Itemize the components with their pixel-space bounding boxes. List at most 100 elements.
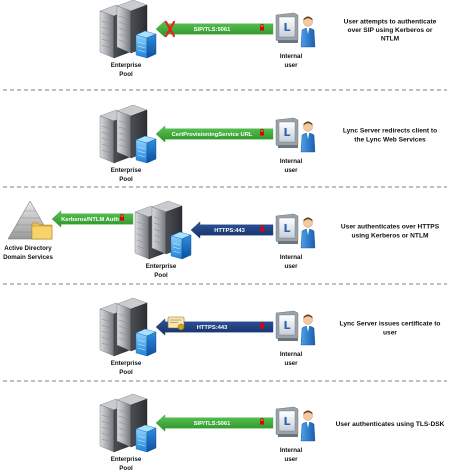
- server-slot: [118, 39, 130, 44]
- step-panel-4: EnterprisePoolLInternaluserHTTPS:443Lync…: [99, 297, 441, 376]
- terminal-base: [278, 338, 298, 341]
- frontend-side: [181, 234, 192, 260]
- frontend-slot: [137, 439, 146, 443]
- active-directory-icon: [7, 200, 53, 240]
- fail-x-icon: [164, 20, 176, 38]
- frontend-side: [146, 138, 157, 164]
- lock-shackle: [260, 23, 264, 27]
- step-description-line: the Lync Web Services: [354, 136, 426, 143]
- step-description-line: User attempts to authenticate: [344, 18, 437, 25]
- server-slot: [153, 222, 165, 227]
- step-description-line: user: [383, 329, 397, 336]
- lock-shackle: [120, 213, 124, 217]
- step-panel-3: EnterprisePoolLInternaluserHTTPS:443Acti…: [3, 200, 440, 279]
- frontend-slot: [137, 347, 146, 351]
- frontend-slot: [137, 154, 146, 158]
- server-slot: [118, 331, 130, 336]
- server-slot: [118, 21, 130, 26]
- server-slot: [101, 131, 113, 136]
- user-label-line1: Internal: [280, 53, 303, 60]
- frontend-slot: [172, 242, 181, 246]
- server-slot: [101, 38, 113, 43]
- lock-icon: [260, 321, 264, 329]
- user-label-line1: Internal: [280, 254, 303, 261]
- certificate-seal: [177, 323, 185, 331]
- server-slot: [101, 432, 113, 437]
- server-slot: [118, 415, 130, 420]
- server-slot: [118, 319, 130, 324]
- lync-logo-icon: L: [283, 21, 290, 34]
- terminal-screen: [278, 121, 296, 143]
- server-slot: [136, 221, 148, 226]
- frontend-front: [135, 332, 148, 357]
- server-slot: [118, 15, 130, 20]
- person-collar: [306, 132, 310, 139]
- frontend-slot: [137, 49, 146, 53]
- server-slot: [101, 336, 113, 341]
- certificate-icon: [167, 316, 185, 331]
- frontend-side: [146, 427, 157, 453]
- server-slot: [136, 227, 148, 232]
- lock-icon: [260, 128, 264, 136]
- lync-logo-icon: L: [283, 126, 290, 139]
- user-label-line2: user: [284, 456, 298, 463]
- frontend-slot: [137, 443, 146, 447]
- frontend-slot: [137, 150, 146, 154]
- user-label-line1: Internal: [280, 447, 303, 454]
- step-description-line: Lync Server issues certificate to: [340, 321, 441, 328]
- lock-shackle: [260, 417, 264, 421]
- server-slot: [118, 421, 130, 426]
- server-slot: [118, 126, 130, 131]
- ad-label-line1: Active Directory: [4, 245, 52, 252]
- person-hair: [303, 410, 313, 415]
- step-description-line: User authenticates over HTTPS: [341, 224, 440, 231]
- person-collar: [306, 228, 310, 235]
- server-slot: [101, 44, 113, 49]
- person-collar: [306, 325, 310, 332]
- frontend-side: [146, 331, 157, 357]
- user-label-line1: Internal: [280, 158, 303, 165]
- pool-label-line1: Enterprise: [111, 167, 142, 174]
- user-label-line2: user: [284, 167, 298, 174]
- lock-body: [120, 217, 124, 221]
- server-slot: [118, 138, 130, 143]
- lock-shackle: [260, 128, 264, 132]
- person-hair: [303, 314, 313, 319]
- frontend-front: [135, 34, 148, 59]
- arrow-label: Kerberos/NTLM Auth: [61, 217, 119, 223]
- arrow-blue: [190, 221, 274, 239]
- lock-icon: [260, 417, 264, 425]
- arrow-label: HTTPS:443: [197, 325, 228, 331]
- terminal-screen: [278, 217, 296, 239]
- server-slot: [118, 27, 130, 32]
- arrow-label: SIP/TLS:5061: [194, 27, 232, 33]
- step-panel-1: EnterprisePoolLInternaluserSIP/TLS:5061U…: [99, 0, 437, 78]
- frontend-slot: [137, 146, 146, 150]
- frontend-slot: [137, 435, 146, 439]
- frontend-slot: [137, 45, 146, 49]
- step-description-line: NTLM: [381, 36, 400, 43]
- terminal-base: [278, 241, 298, 244]
- frontend-front: [135, 428, 148, 453]
- pool-label-line1: Enterprise: [111, 360, 142, 367]
- step-description-line: User authenticates using TLS-DSK: [336, 421, 445, 428]
- server-slot: [101, 32, 113, 37]
- frontend-slot: [172, 250, 181, 254]
- lock-body: [260, 325, 264, 329]
- frontend-slot: [137, 343, 146, 347]
- terminal-base: [278, 145, 298, 148]
- server-slot: [101, 414, 113, 419]
- server-slot: [118, 427, 130, 432]
- arrow-green: [155, 414, 274, 432]
- server-slot: [101, 20, 113, 25]
- server-slot: [153, 234, 165, 239]
- server-slot: [118, 132, 130, 137]
- person-collar: [306, 421, 310, 428]
- pool-label-line2: Pool: [154, 272, 168, 279]
- lock-body: [260, 132, 264, 136]
- server-slot: [153, 228, 165, 233]
- lync-logo-icon: L: [283, 319, 290, 332]
- pool-label-line2: Pool: [119, 465, 133, 472]
